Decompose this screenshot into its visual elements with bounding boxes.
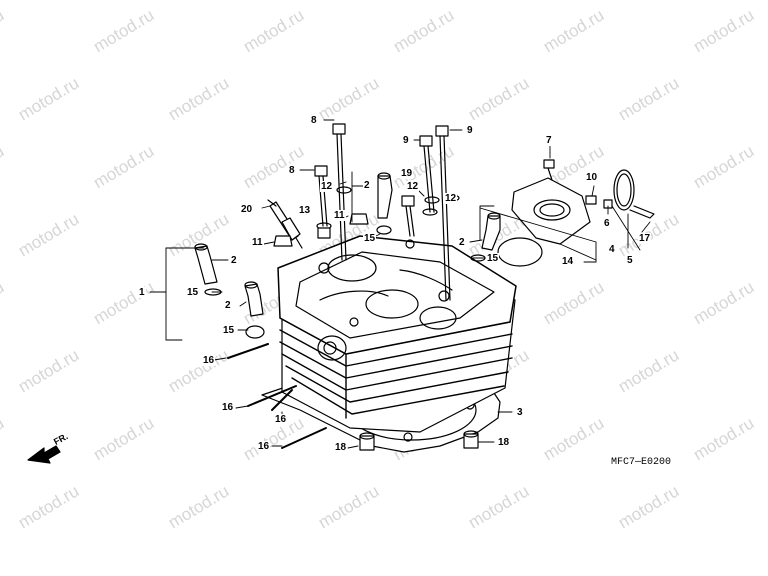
callout-2: 2	[230, 255, 238, 266]
front-arrow-icon	[27, 445, 61, 464]
callout-6: 6	[603, 218, 611, 229]
callout-9: 9	[402, 135, 410, 146]
callout-11: 11	[251, 237, 264, 248]
callout-13: 13	[298, 205, 312, 216]
callout-16: 16	[274, 414, 288, 425]
oil-sleeves	[194, 172, 501, 339]
head-bolts	[273, 123, 460, 301]
callout-19: 19	[400, 168, 414, 179]
dowel-pins	[359, 430, 479, 451]
callout-16: 16	[257, 441, 271, 452]
callout-14: 14	[561, 256, 575, 267]
callout-11: 11	[333, 210, 346, 221]
callout-8: 8	[310, 115, 318, 126]
callout-3: 3	[516, 407, 524, 418]
callout-7: 7	[545, 135, 553, 146]
callout-9: 9	[466, 125, 474, 136]
diagram-code: MFC7—E0200	[611, 457, 672, 468]
callout-17: 17	[638, 233, 652, 244]
callout-16: 16	[202, 355, 216, 366]
callout-5: 5	[626, 255, 634, 266]
callout-20: 20	[240, 204, 254, 215]
cover-assembly	[497, 159, 655, 267]
callout-12: 12	[444, 193, 458, 204]
stud-bolts	[227, 343, 327, 449]
callout-12: 12	[320, 181, 334, 192]
callout-15: 15	[486, 253, 500, 264]
callout-2: 2	[224, 300, 232, 311]
callout-1: 1	[138, 287, 146, 298]
callout-18: 18	[334, 442, 348, 453]
callout-15: 15	[222, 325, 236, 336]
callout-12: 12	[406, 181, 420, 192]
cylinder-head-body	[277, 235, 517, 433]
callout-16: 16	[221, 402, 235, 413]
callout-4: 4	[608, 244, 616, 255]
callout-10: 10	[585, 172, 599, 183]
callout-15: 15	[363, 233, 377, 244]
callout-2: 2	[363, 180, 371, 191]
callout-8: 8	[288, 165, 296, 176]
callout-18: 18	[497, 437, 511, 448]
spark-plug	[267, 199, 303, 249]
callout-2: 2	[458, 237, 466, 248]
callout-15: 15	[186, 287, 200, 298]
